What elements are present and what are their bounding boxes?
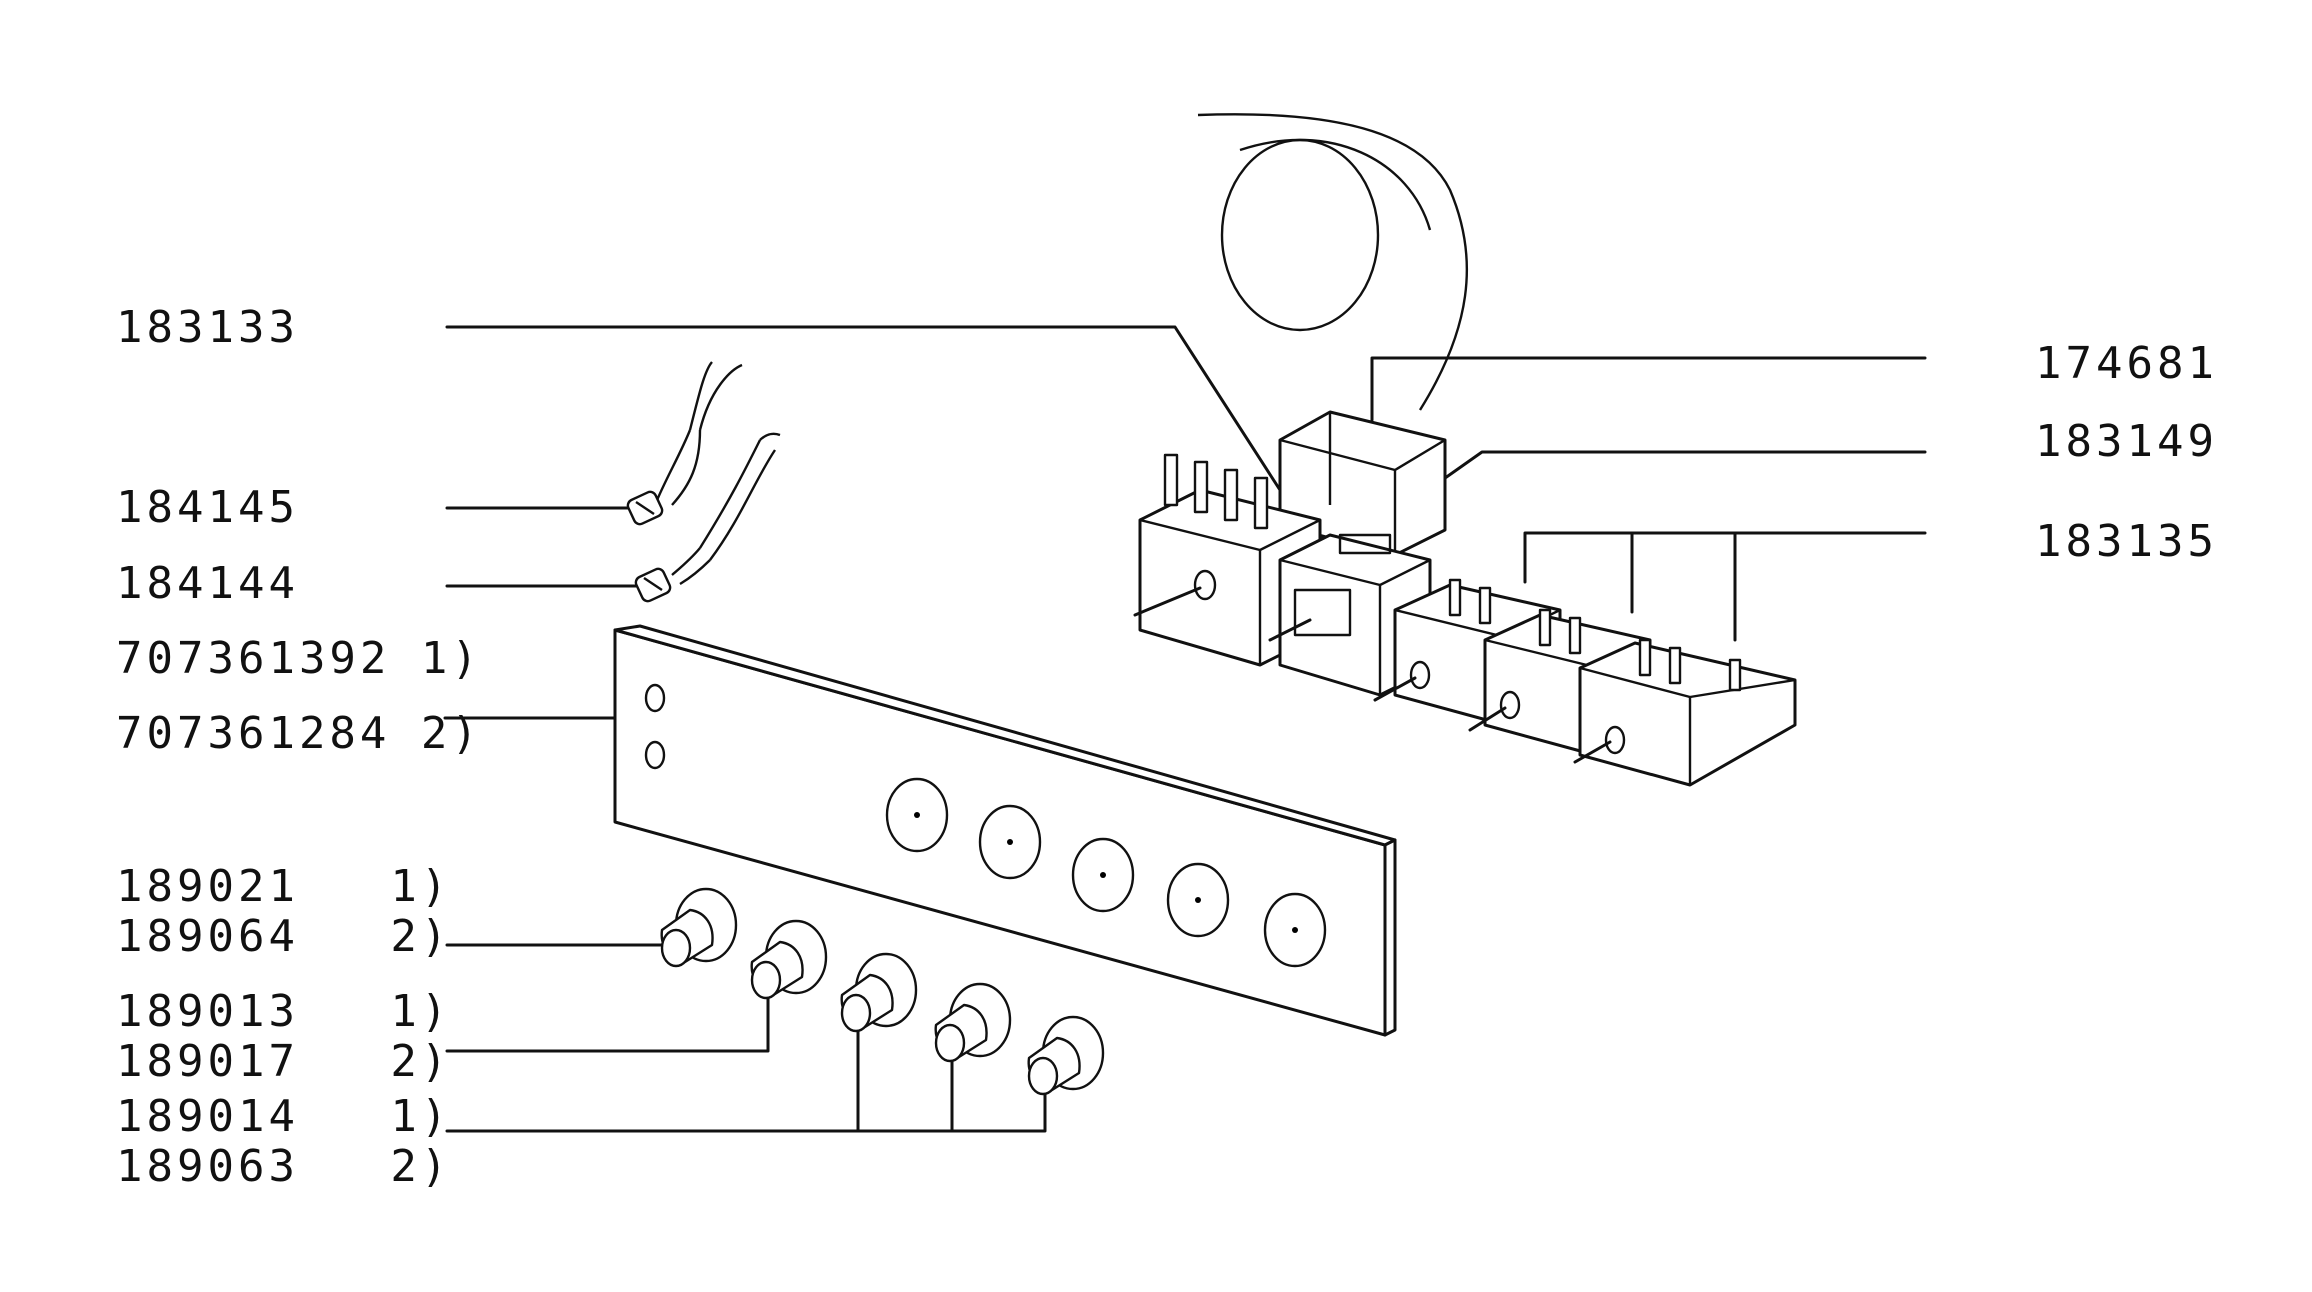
switch-assembly — [1133, 410, 1797, 787]
connector-184144-icon — [634, 567, 672, 603]
panel-hole-icon — [644, 740, 666, 770]
knob-icon — [1027, 1015, 1105, 1096]
thermostat-capillary-coil — [1197, 113, 1469, 411]
ignition-wires — [626, 361, 781, 603]
panel-hole-icon — [644, 683, 666, 713]
part-label-707361392: 707361392 1) — [116, 633, 482, 684]
part-label-189017: 189017 2) — [116, 1036, 452, 1087]
control-knobs — [660, 887, 1105, 1096]
part-label-189063: 189063 2) — [116, 1141, 452, 1192]
part-label-707361284: 707361284 2) — [116, 708, 482, 759]
part-label-189021: 189021 1) — [116, 861, 452, 912]
part-label-189013: 189013 1) — [116, 986, 452, 1037]
leader-lines — [443, 325, 1927, 1133]
part-label-183135: 183135 — [2035, 516, 2218, 567]
knob-icon — [934, 982, 1012, 1063]
part-label-189064: 189064 2) — [116, 911, 452, 962]
part-label-184145: 184145 — [116, 482, 299, 533]
part-label-189014: 189014 1) — [116, 1091, 452, 1142]
part-label-184144: 184144 — [116, 558, 299, 609]
knob-icon — [750, 919, 828, 1000]
part-label-183149: 183149 — [2035, 416, 2218, 467]
part-label-174681: 174681 — [2035, 338, 2218, 389]
panel-knob-holes — [885, 777, 1327, 968]
knob-icon — [840, 952, 918, 1033]
control-panel-707361392 — [613, 624, 1397, 1037]
connector-184145-icon — [626, 490, 664, 526]
knob-icon — [660, 887, 738, 968]
part-label-183133: 183133 — [116, 302, 299, 353]
